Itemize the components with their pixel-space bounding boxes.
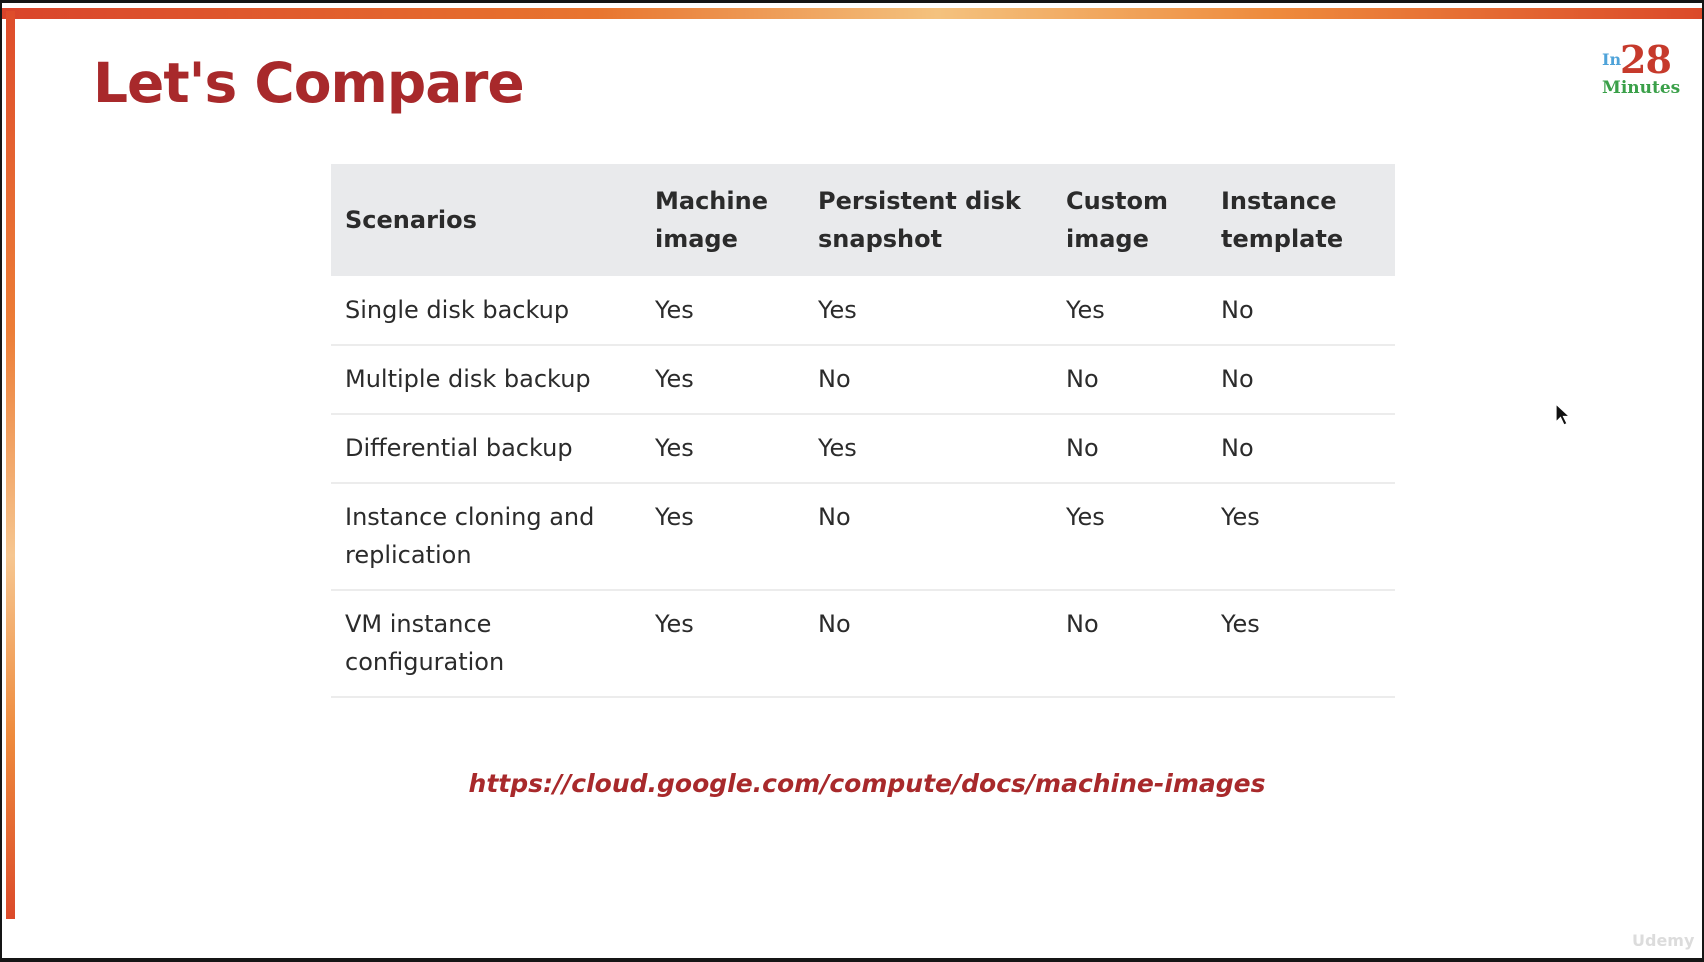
cell-instance-template: No <box>1207 345 1395 415</box>
cell-custom-image: Yes <box>1052 276 1207 346</box>
slide: Let's Compare In 28 Minutes Scenarios Ma… <box>2 3 1702 958</box>
header-machine-image: Machine image <box>641 164 804 276</box>
cell-persistent-disk-snapshot: Yes <box>804 414 1052 484</box>
machine-images-docs-link[interactable]: https://cloud.google.com/compute/docs/ma… <box>468 769 1266 798</box>
logo-number: 28 <box>1620 37 1672 82</box>
cell-machine-image: Yes <box>641 345 804 415</box>
cell-instance-template: Yes <box>1207 483 1395 591</box>
cell-machine-image: Yes <box>641 414 804 484</box>
table-row: Instance cloning and replication Yes No … <box>331 483 1395 591</box>
cell-machine-image: Yes <box>641 276 804 346</box>
mouse-cursor-icon <box>1555 403 1571 426</box>
cell-custom-image: Yes <box>1052 483 1207 591</box>
cell-scenario: Multiple disk backup <box>331 345 641 415</box>
cell-instance-template: No <box>1207 414 1395 484</box>
table-row: Multiple disk backup Yes No No No <box>331 345 1395 415</box>
logo-prefix: In <box>1602 50 1622 69</box>
cell-persistent-disk-snapshot: No <box>804 483 1052 591</box>
cell-persistent-disk-snapshot: No <box>804 345 1052 415</box>
table-row: VM instance configuration Yes No No Yes <box>331 590 1395 698</box>
slide-title: Let's Compare <box>93 51 525 115</box>
header-scenarios: Scenarios <box>331 164 641 276</box>
table-header-row: Scenarios Machine image Persistent disk … <box>331 164 1395 276</box>
header-custom-image: Custom image <box>1052 164 1207 276</box>
table-row: Single disk backup Yes Yes Yes No <box>331 276 1395 346</box>
table-row: Differential backup Yes Yes No No <box>331 414 1395 484</box>
in28minutes-logo: In 28 Minutes <box>1600 37 1682 98</box>
cell-instance-template: Yes <box>1207 590 1395 698</box>
cell-instance-template: No <box>1207 276 1395 346</box>
cell-scenario: Instance cloning and replication <box>331 483 641 591</box>
header-instance-template: Instance template <box>1207 164 1395 276</box>
cell-persistent-disk-snapshot: Yes <box>804 276 1052 346</box>
cell-scenario: VM instance configuration <box>331 590 641 698</box>
logo-suffix: Minutes <box>1602 78 1681 98</box>
cell-scenario: Single disk backup <box>331 276 641 346</box>
cell-machine-image: Yes <box>641 590 804 698</box>
cell-custom-image: No <box>1052 414 1207 484</box>
cell-persistent-disk-snapshot: No <box>804 590 1052 698</box>
cell-machine-image: Yes <box>641 483 804 591</box>
header-persistent-disk-snapshot: Persistent disk snapshot <box>804 164 1052 276</box>
left-accent-bar <box>6 11 15 919</box>
top-accent-bar <box>2 8 1702 19</box>
udemy-watermark: Udemy <box>1632 931 1695 950</box>
cell-custom-image: No <box>1052 590 1207 698</box>
comparison-table: Scenarios Machine image Persistent disk … <box>331 164 1395 698</box>
cell-scenario: Differential backup <box>331 414 641 484</box>
cell-custom-image: No <box>1052 345 1207 415</box>
